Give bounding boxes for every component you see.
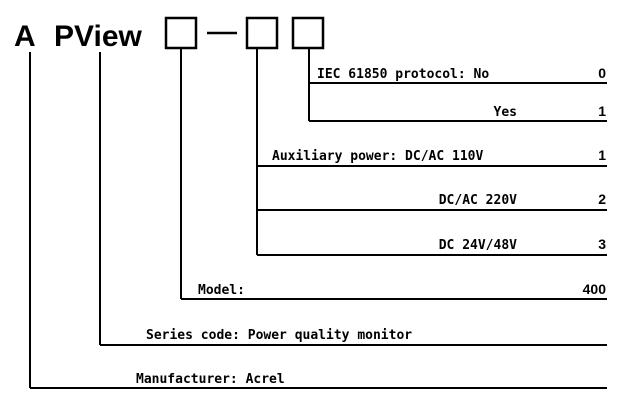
label-aux-power-110: Auxiliary power: DC/AC 110V <box>272 149 483 164</box>
code-aux-110: 1 <box>598 147 606 163</box>
title-prefix: A <box>14 20 36 53</box>
label-aux-24-48: DC 24V/48V <box>439 238 517 253</box>
option-lines <box>30 82 607 389</box>
code-model: 400 <box>583 281 607 297</box>
code-aux-24-48: 3 <box>598 236 606 252</box>
title-product-name: PView <box>54 20 142 53</box>
code-iec-yes: 1 <box>598 103 606 119</box>
leader-lines <box>29 48 310 388</box>
label-iec-yes: Yes <box>494 105 517 120</box>
label-iec-protocol-no: IEC 61850 protocol: No <box>317 67 489 82</box>
label-manufacturer: Manufacturer: Acrel <box>136 372 285 387</box>
code-box-aux-power <box>245 16 279 50</box>
label-model: Model: <box>198 283 245 298</box>
code-box-model <box>164 16 198 50</box>
label-aux-220: DC/AC 220V <box>439 193 517 208</box>
code-iec-no: 0 <box>598 65 606 81</box>
label-series-code: Series code: Power quality monitor <box>146 328 412 343</box>
code-aux-220: 2 <box>598 191 606 207</box>
code-box-protocol <box>291 16 325 50</box>
